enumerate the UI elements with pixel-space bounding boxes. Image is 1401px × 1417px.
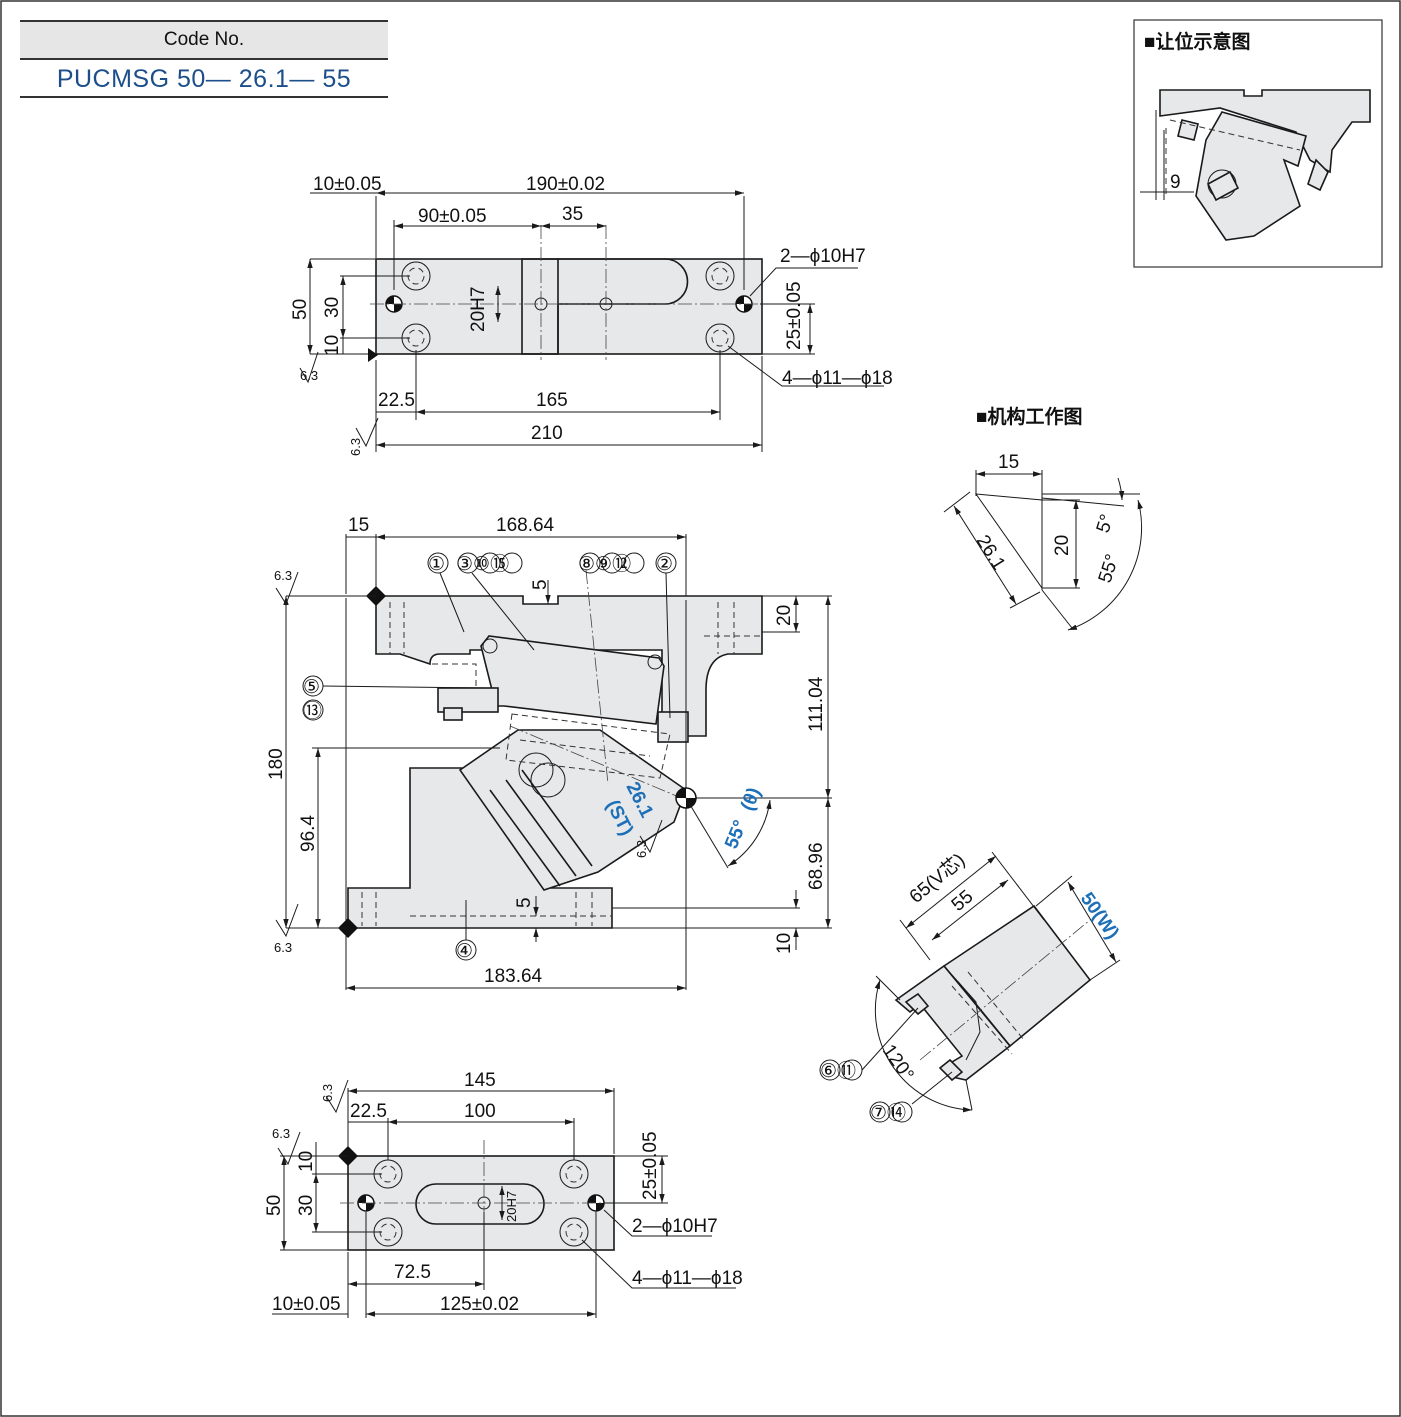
dim-111-04: 111.04 bbox=[806, 676, 827, 732]
dim-35: 35 bbox=[562, 204, 583, 225]
roughness-6-3-b: 6.3 bbox=[348, 438, 363, 456]
dim-20h7-b: 20H7 bbox=[504, 1191, 519, 1222]
cam-callout-6-11: ⑥⑪ bbox=[820, 1060, 856, 1082]
dim-15: 15 bbox=[348, 515, 369, 536]
dim-90-tol: 90±0.05 bbox=[418, 206, 487, 227]
mech-dim-20: 20 bbox=[1052, 535, 1073, 556]
top-plate bbox=[375, 258, 763, 355]
dim-180: 180 bbox=[266, 748, 287, 780]
top-view: 10±0.05 190±0.02 90±0.05 35 20H7 2—ϕ10H7… bbox=[290, 174, 893, 456]
roughness-bottom-b: 6.3 bbox=[272, 1126, 290, 1141]
dim-100: 100 bbox=[464, 1101, 496, 1122]
mech-dim-26-1: 26.1 bbox=[972, 532, 1009, 574]
mech-dim-15: 15 bbox=[998, 452, 1019, 473]
clearance-diagram: ■让位示意图 9 bbox=[1133, 19, 1383, 268]
dim-145: 145 bbox=[464, 1070, 496, 1091]
dim-125-tol: 125±0.02 bbox=[440, 1294, 519, 1315]
dim-22-5: 22.5 bbox=[378, 390, 415, 411]
angle-value: 55° bbox=[721, 817, 751, 852]
cam-detail: 65(V芯) 55 50(W) 120° ⑥⑪ ⑦⑭ bbox=[819, 849, 1123, 1124]
dim-50-b: 50 bbox=[264, 1195, 285, 1216]
dim-10-bottom: 10 bbox=[774, 933, 795, 954]
dim-10-tol: 10±0.05 bbox=[313, 174, 382, 195]
roughness-upper: 6.3 bbox=[274, 568, 292, 583]
dim-168-64: 168.64 bbox=[496, 515, 555, 536]
dim-30-b: 30 bbox=[296, 1195, 317, 1216]
callout-1: ① bbox=[428, 554, 445, 575]
clearance-title: ■让位示意图 bbox=[1144, 30, 1250, 53]
callout-13: ⑬ bbox=[303, 700, 322, 722]
dim-25-tol: 25±0.05 bbox=[784, 281, 805, 350]
code-number-value: PUCMSG 50— 26.1— 55 bbox=[20, 60, 388, 98]
dim-20: 20 bbox=[774, 605, 795, 626]
mech-angle-5: 5° bbox=[1093, 512, 1119, 536]
dim-10: 10 bbox=[322, 335, 343, 356]
bolt-holes-callout-b: 4—ϕ11—ϕ18 bbox=[632, 1268, 743, 1289]
callout-2: ② bbox=[656, 554, 673, 575]
cam-angle-120: 120° bbox=[878, 1041, 918, 1085]
pin-holes-callout-b: 2—ϕ10H7 bbox=[632, 1216, 718, 1237]
clearance-dim-9: 9 bbox=[1170, 172, 1181, 193]
dim-5-top: 5 bbox=[530, 579, 551, 590]
dim-68-96: 68.96 bbox=[806, 842, 827, 890]
code-number-box: Code No. PUCMSG 50— 26.1— 55 bbox=[20, 20, 388, 98]
pin-holes-callout: 2—ϕ10H7 bbox=[780, 246, 866, 267]
dim-22-5-b: 22.5 bbox=[350, 1101, 387, 1122]
dim-10-tol-b: 10±0.05 bbox=[272, 1294, 341, 1315]
callout-5: ⑤ bbox=[303, 677, 320, 698]
roughness-bottom-a: 6.3 bbox=[320, 1084, 335, 1102]
dim-72-5: 72.5 bbox=[394, 1262, 431, 1283]
dim-190-tol: 190±0.02 bbox=[526, 174, 605, 195]
mechanism-title: ■机构工作图 bbox=[976, 405, 1082, 428]
roughness-slider: 6.3 bbox=[634, 840, 649, 858]
roughness-lower: 6.3 bbox=[274, 940, 292, 955]
cam-callout-7-14: ⑦⑭ bbox=[870, 1102, 906, 1124]
callout-4: ④ bbox=[456, 941, 473, 962]
callout-3-10-15: ③⑩⑮ bbox=[456, 553, 509, 575]
callout-8-9-12: ⑧⑨⑫ bbox=[578, 553, 631, 575]
angle-label: (θ) bbox=[737, 785, 765, 814]
roughness-6-3: 6.3 bbox=[300, 368, 318, 383]
mech-angle-55: 55° bbox=[1095, 552, 1124, 586]
dim-30: 30 bbox=[322, 297, 343, 318]
dim-165: 165 bbox=[536, 390, 568, 411]
front-view: 15 168.64 5 20 111.04 180 96.4 68.96 5 1… bbox=[266, 515, 832, 991]
dim-20h7: 20H7 bbox=[468, 287, 489, 332]
upper-holder bbox=[375, 595, 763, 737]
dim-10-b: 10 bbox=[296, 1151, 317, 1172]
bolt-holes-callout: 4—ϕ11—ϕ18 bbox=[782, 368, 893, 389]
mechanism-diagram: ■机构工作图 15 26.1 20 5° 55° bbox=[943, 405, 1143, 631]
dim-183-64: 183.64 bbox=[484, 966, 543, 987]
dim-96-4: 96.4 bbox=[298, 815, 319, 852]
dim-5-bottom: 5 bbox=[514, 897, 535, 908]
dim-25-tol-b: 25±0.05 bbox=[640, 1131, 661, 1200]
bottom-view: 145 22.5 100 25±0.05 20H7 2—ϕ10H7 4—ϕ11—… bbox=[264, 1070, 743, 1318]
code-number-label: Code No. bbox=[20, 20, 388, 60]
dim-50: 50 bbox=[290, 299, 311, 320]
dim-210: 210 bbox=[531, 423, 563, 444]
